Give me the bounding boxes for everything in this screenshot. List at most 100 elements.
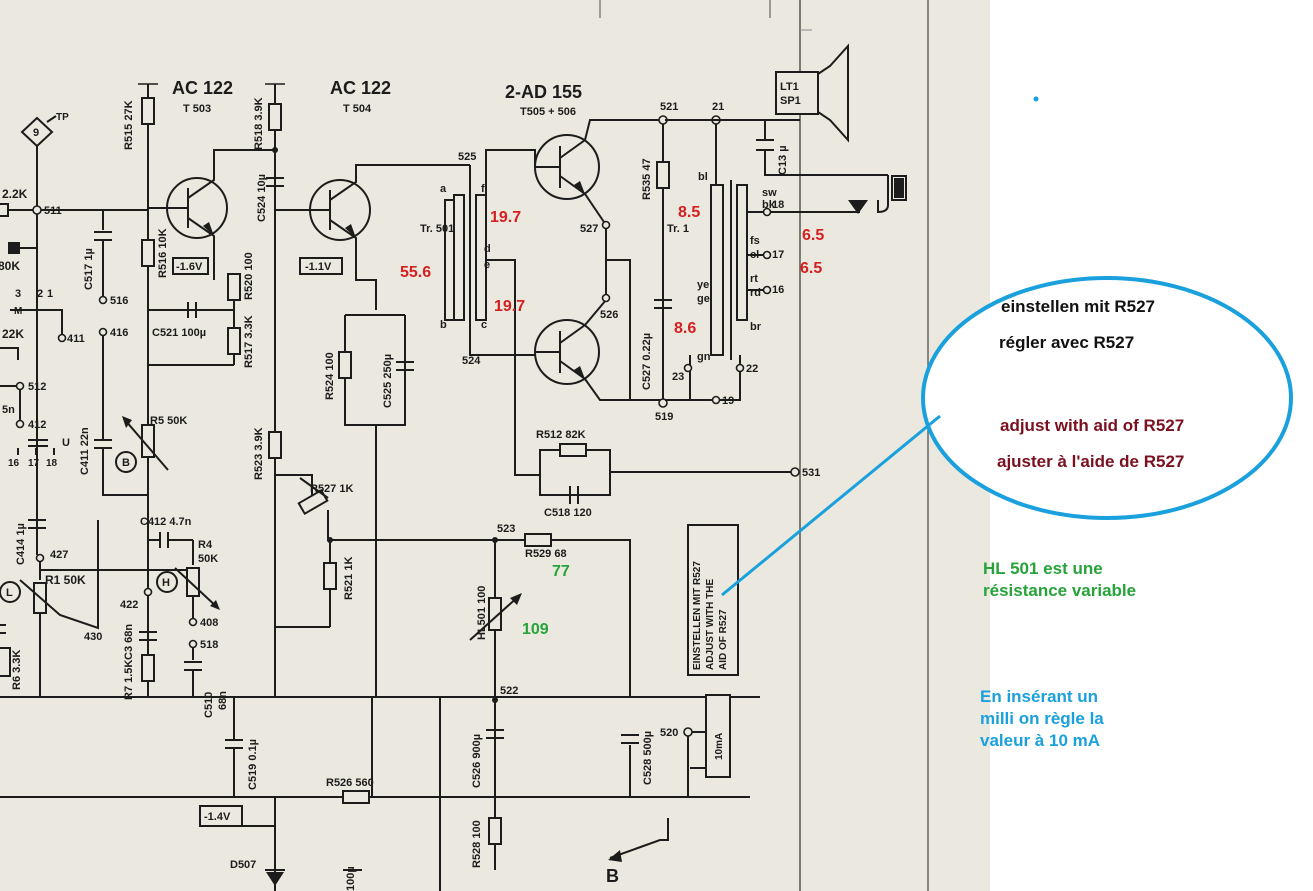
wire — [46, 115, 57, 123]
emitter-arrow — [345, 224, 356, 238]
label-2-2k: 2.2K — [2, 187, 28, 201]
label-2: 2 — [37, 288, 43, 300]
variable-arrow — [469, 594, 521, 641]
resistor-r512 — [559, 443, 587, 457]
label-5n: 5n — [2, 404, 15, 416]
label-c510: C510 — [203, 692, 215, 718]
node-411: 411 — [67, 333, 85, 345]
node-524: 524 — [462, 355, 481, 367]
node-416: 416 — [110, 327, 128, 339]
wire — [10, 309, 63, 336]
wire — [344, 314, 406, 697]
wiper-arrow — [122, 416, 132, 428]
node-523: 523 — [497, 523, 515, 535]
node-525: 525 — [458, 151, 476, 163]
junction — [327, 537, 333, 543]
label-1: 1 — [47, 288, 53, 300]
winding-d: d — [484, 243, 491, 255]
label-c518: C518 120 — [544, 507, 592, 519]
label-tp: TP — [56, 112, 69, 123]
label-r5: R5 50K — [150, 415, 187, 427]
node-512-dot — [15, 381, 25, 391]
label-r535: R535 47 — [641, 158, 653, 200]
label-c524: C524 10µ — [256, 174, 268, 222]
label-18: 18 — [46, 458, 58, 469]
wire — [606, 259, 631, 400]
resistor-hl501 — [488, 597, 502, 631]
capacitor-c521 — [187, 302, 197, 318]
label-b-terminal: B — [606, 866, 619, 886]
annotation-line2: ADJUST WITH THE — [705, 579, 716, 670]
label-c525: C525 250µ — [382, 354, 394, 408]
node-22: 22 — [746, 363, 758, 375]
label-l: L — [6, 587, 13, 599]
measurement-red: 6.5 — [802, 227, 824, 244]
node-427: 427 — [50, 549, 68, 561]
measurement-red: 19.7 — [490, 209, 521, 226]
resistor-2-2k — [0, 203, 9, 217]
bias-box-bottom — [199, 805, 243, 827]
jack-contact-icon — [848, 200, 868, 214]
label-c3: C3 68n — [123, 624, 135, 660]
bias-box-t503 — [172, 257, 209, 275]
resistor-r528 — [488, 817, 502, 845]
winding-e: e — [484, 259, 490, 271]
node-512: 512 — [28, 381, 46, 393]
control-l-icon — [0, 581, 21, 603]
resistor-r516 — [141, 239, 155, 267]
node-430: 430 — [84, 631, 102, 643]
resistor-r515 — [141, 97, 155, 125]
resistor-r7 — [141, 654, 155, 682]
junction — [272, 147, 278, 153]
speaker-icon — [817, 43, 849, 143]
node-17-dot — [762, 250, 772, 260]
schematic-diagram: R515 27K AC 122 T 503 -1.6V R516 10K R52… — [0, 0, 929, 891]
note-hl501: HL 501 est une résistance variable — [983, 559, 1137, 600]
wiper — [174, 567, 219, 609]
measurement-green: 109 — [522, 621, 549, 638]
winding-sw: sw — [762, 187, 777, 199]
terminal-b-arrow — [608, 850, 622, 862]
label-c519: C519 0.1µ — [247, 739, 259, 790]
label-t505-type: 2-AD 155 — [505, 82, 582, 102]
capacitor-c519 — [225, 739, 243, 797]
capacitor-c528 — [621, 734, 639, 744]
capacitor-c526 — [486, 729, 504, 739]
node-531: 531 — [802, 467, 820, 479]
speaker-box — [775, 71, 819, 115]
label-lt1: LT1 — [780, 81, 799, 93]
wire — [665, 119, 800, 185]
label-r512: R512 82K — [536, 429, 586, 441]
label-c510-val: 68n — [217, 691, 229, 710]
winding-f: f — [481, 183, 485, 195]
capacitor-c13 — [756, 120, 800, 176]
label-r517: R517 3.3K — [243, 315, 255, 368]
capacitor-c524 — [266, 177, 284, 187]
wire — [747, 211, 765, 291]
wire — [609, 818, 669, 859]
label-m: M — [14, 306, 22, 317]
note-milliammeter: En insérant un milli on règle la valeur … — [980, 687, 1104, 750]
node-19: 19 — [722, 395, 734, 407]
callout-fr2: ajuster à l'aide de R527 — [997, 452, 1185, 471]
wiper — [19, 520, 99, 630]
resistor-r535 — [656, 161, 670, 189]
node-527-dot — [601, 220, 611, 230]
resistor-r521 — [323, 562, 337, 590]
label-u: U — [62, 437, 70, 449]
node-516: 516 — [110, 295, 128, 307]
label-16: 16 — [8, 458, 20, 469]
wire — [275, 474, 313, 500]
label-r526: R526 560 — [326, 777, 374, 789]
label-r524: R524 100 — [324, 352, 336, 400]
node-522: 522 — [500, 685, 518, 697]
wire — [535, 299, 665, 401]
emitter-arrow — [203, 222, 214, 236]
variable-arrow-head — [510, 593, 522, 605]
label-10ma: 10mA — [714, 733, 725, 760]
wiper-arrow — [210, 600, 220, 610]
schematic-scan: R515 27K AC 122 T 503 -1.6V R516 10K R52… — [0, 0, 990, 891]
measurement-red: 19.7 — [494, 298, 525, 315]
wire — [486, 259, 540, 476]
bias-t504: -1.1V — [305, 261, 332, 273]
